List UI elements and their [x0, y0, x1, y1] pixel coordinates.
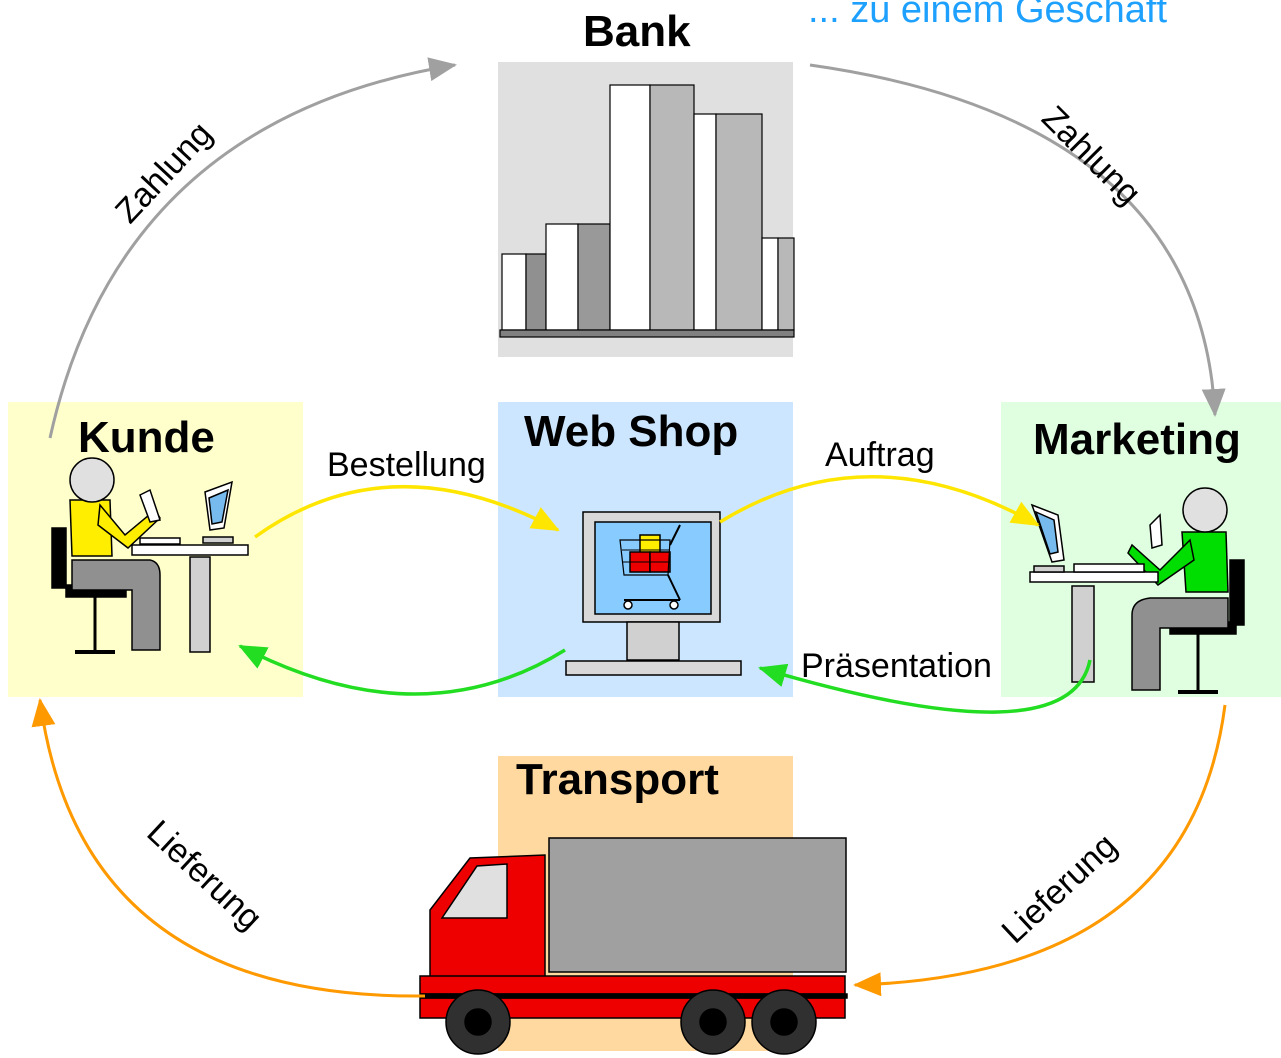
edge-label-lieferung-right: Lieferung — [995, 826, 1125, 950]
delivery-arrow-marketing-transport — [853, 704, 1227, 997]
delivery-arrow-transport-kunde — [31, 698, 426, 998]
webshop-title: Web Shop — [524, 407, 738, 456]
edge-label-lieferung-left: Lieferung — [140, 813, 270, 937]
truck-icon — [419, 837, 848, 1055]
presentation-arrow-marketing-webshop — [758, 659, 1092, 714]
customer-person-icon — [51, 457, 249, 654]
marketing-title: Marketing — [1033, 415, 1241, 464]
bank-building-icon — [499, 84, 795, 338]
order-arrow-webshop-marketing — [719, 475, 1040, 527]
order-arrow-kunde-webshop — [253, 484, 560, 539]
shopping-cart-icon — [619, 524, 681, 610]
payment-arrow-bank-marketing — [809, 63, 1226, 417]
webshop-computer-icon — [565, 511, 742, 676]
marketing-person-icon — [1029, 487, 1245, 694]
bank-title: Bank — [583, 7, 691, 56]
edge-label-bestellung: Bestellung — [327, 446, 486, 484]
edge-label-zahlung-right: Zahlung — [1034, 99, 1148, 213]
kunde-title: Kunde — [78, 413, 215, 462]
transport-title: Transport — [516, 755, 719, 804]
edge-label-praesentation: Präsentation — [801, 647, 992, 685]
payment-arrow-kunde-bank — [48, 57, 457, 439]
edge-label-auftrag: Auftrag — [825, 436, 935, 474]
top-right-caption: ... zu einem Geschäft — [808, 0, 1167, 31]
presentation-arrow-webshop-kunde — [238, 644, 566, 696]
